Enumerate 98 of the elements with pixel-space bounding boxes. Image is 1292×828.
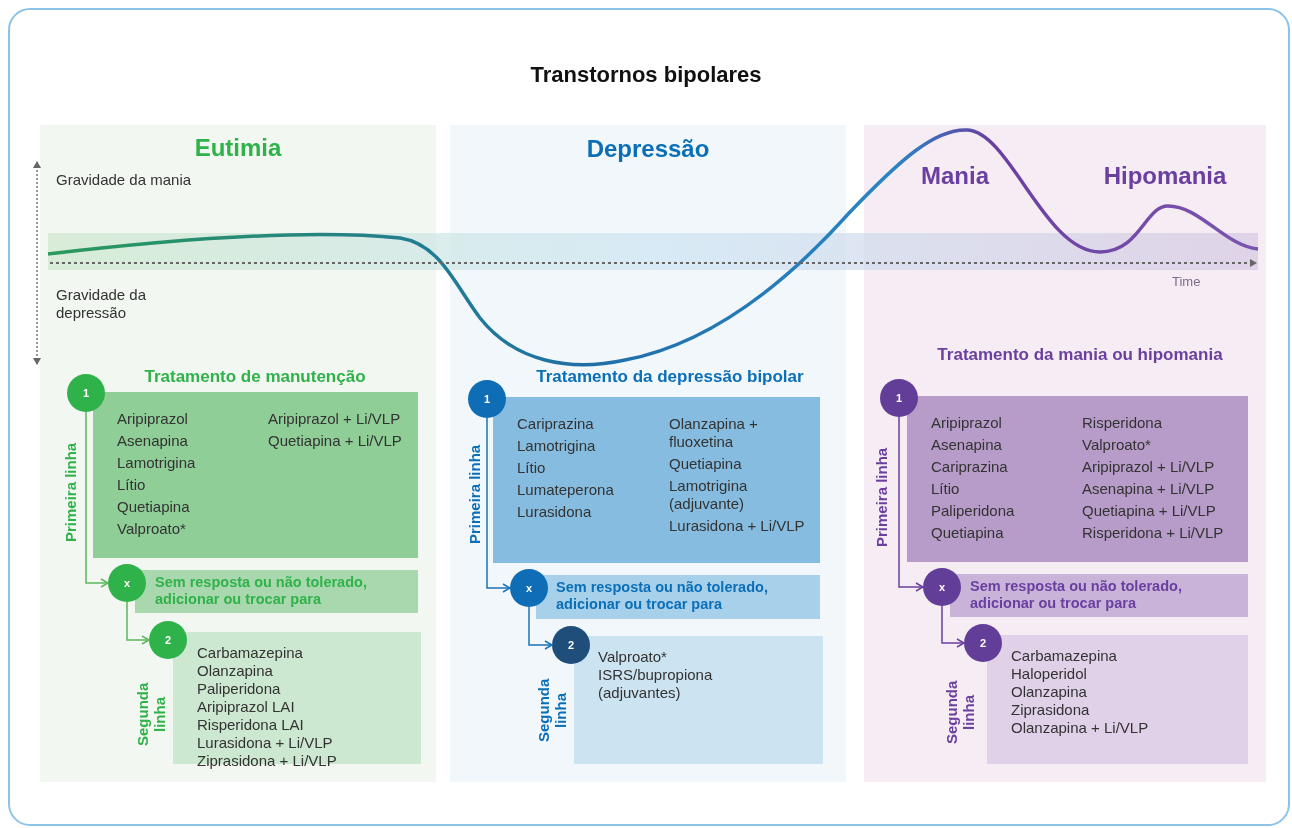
phase-heading: Depressão [585, 135, 711, 163]
arrow [528, 606, 553, 650]
step-circle [108, 564, 146, 602]
drug-name: Aripiprazol + Li/VLP [1082, 458, 1216, 476]
drug-name: Cariprazina [517, 415, 595, 433]
drug-name: Lurasidona + Li/VLP [197, 734, 334, 752]
drug-name: Aripiprazol LAI [197, 698, 296, 716]
drug-name: Cariprazina [931, 458, 1009, 476]
drug-name: Asenapina [931, 436, 1003, 454]
arrow [85, 411, 109, 588]
drug-name: Olanzapina + Li/VLP [1011, 719, 1150, 737]
note-text: Sem resposta ou não tolerado, adicionar ou trocar para [556, 579, 769, 613]
drug-list-box [574, 636, 823, 764]
drug-name: Risperidona [1082, 414, 1164, 432]
step-number: x [525, 582, 533, 594]
step-circle [552, 626, 590, 664]
phase-heading: Eutimia [193, 134, 283, 162]
drug-list-box [493, 397, 820, 563]
phase-panel [864, 125, 1266, 782]
drug-name: Paliperidona [197, 680, 282, 698]
phase-panel [40, 125, 436, 782]
drug-name: Quetiapina + Li/VLP [268, 432, 403, 450]
step-circle [149, 621, 187, 659]
drug-name: Aripiprazol + Li/VLP [268, 410, 402, 428]
step-number: 2 [567, 639, 575, 651]
line-label: Primeira linha [62, 441, 79, 545]
step-number: x [123, 577, 131, 589]
step-circle [923, 568, 961, 606]
drug-name: (adjuvantes) [598, 684, 682, 702]
drug-name: Carbamazepina [197, 644, 304, 662]
drug-name: Quetiapina + Li/VLP [1082, 502, 1217, 520]
drug-name: Lítio [931, 480, 961, 498]
drug-name: Quetiapina [669, 455, 743, 473]
section-heading: Tratamento da mania ou hipomania [936, 345, 1224, 365]
axis-label: Gravidade da mania [56, 171, 193, 189]
diagram-title: Transtornos bipolares [529, 62, 763, 89]
arrow [898, 416, 924, 592]
drug-name: Ziprasidona [1011, 701, 1091, 719]
drug-name: Valproato* [1082, 436, 1152, 454]
drug-list-box [93, 392, 418, 558]
step-circle [468, 380, 506, 418]
drug-name: Carbamazepina [1011, 647, 1118, 665]
note-box [135, 570, 418, 613]
line-label: Primeira linha [466, 443, 483, 547]
drug-name: Quetiapina [931, 524, 1005, 542]
drug-name: Lamotrigina [517, 437, 597, 455]
drug-name: Asenapina [117, 432, 189, 450]
note-box [950, 574, 1248, 617]
note-text: Sem resposta ou não tolerado, adicionar ou trocar para [970, 578, 1183, 612]
drug-list-box [907, 396, 1248, 562]
drug-name: Lurasidona [517, 503, 593, 521]
line-label: Segunda linha [535, 677, 569, 745]
drug-name: Lamotrigina (adjuvante) [669, 477, 749, 513]
step-circle [880, 379, 918, 417]
drug-name: Aripiprazol [117, 410, 189, 428]
step-number: 1 [895, 392, 903, 404]
drug-list-box [987, 635, 1248, 764]
drug-name: Quetiapina [117, 498, 191, 516]
arrow [486, 417, 511, 593]
drug-name: Valproato* [117, 520, 187, 538]
drug-name: Olanzapina [197, 662, 274, 680]
step-number: 1 [82, 387, 90, 399]
step-circle [510, 569, 548, 607]
drug-name: Valproato* [598, 648, 668, 666]
step-number: 2 [979, 637, 987, 649]
line-label: Segunda linha [134, 681, 168, 749]
drug-name: Ziprasidona + Li/VLP [197, 752, 338, 770]
drug-name: Olanzapina [1011, 683, 1088, 701]
step-circle [964, 624, 1002, 662]
line-label: Primeira linha [873, 446, 890, 550]
drug-name: Lamotrigina [117, 454, 197, 472]
step-circle [67, 374, 105, 412]
phase-heading: Mania [920, 162, 991, 190]
drug-name: Risperidona + Li/VLP [1082, 524, 1225, 542]
drug-name: Lurasidona + Li/VLP [669, 517, 806, 535]
arrow [126, 601, 150, 645]
step-number: x [938, 581, 946, 593]
drug-name: Asenapina + Li/VLP [1082, 480, 1216, 498]
phase-panel [450, 125, 846, 782]
drug-name: Lumateperona [517, 481, 615, 499]
drug-name: Olanzapina + fluoxetina [669, 415, 759, 451]
step-number: 1 [483, 393, 491, 405]
drug-name: Lítio [117, 476, 147, 494]
line-label: Segunda linha [943, 679, 977, 747]
arrow [941, 605, 965, 648]
drug-name: Haloperidol [1011, 665, 1088, 683]
section-heading: Tratamento da depressão bipolar [535, 367, 805, 387]
note-box [536, 575, 820, 619]
step-number: 2 [164, 634, 172, 646]
phase-heading: Hipomania [1102, 162, 1228, 190]
drug-name: Risperidona LAI [197, 716, 305, 734]
drug-name: Paliperidona [931, 502, 1016, 520]
drug-name: Aripiprazol [931, 414, 1003, 432]
axis-label: Gravidade da depressão [56, 286, 148, 322]
note-text: Sem resposta ou não tolerado, adicionar ou trocar para [155, 574, 368, 608]
section-heading: Tratamento de manutenção [143, 367, 367, 387]
drug-name: ISRS/bupropiona [598, 666, 714, 684]
drug-name: Lítio [517, 459, 547, 477]
